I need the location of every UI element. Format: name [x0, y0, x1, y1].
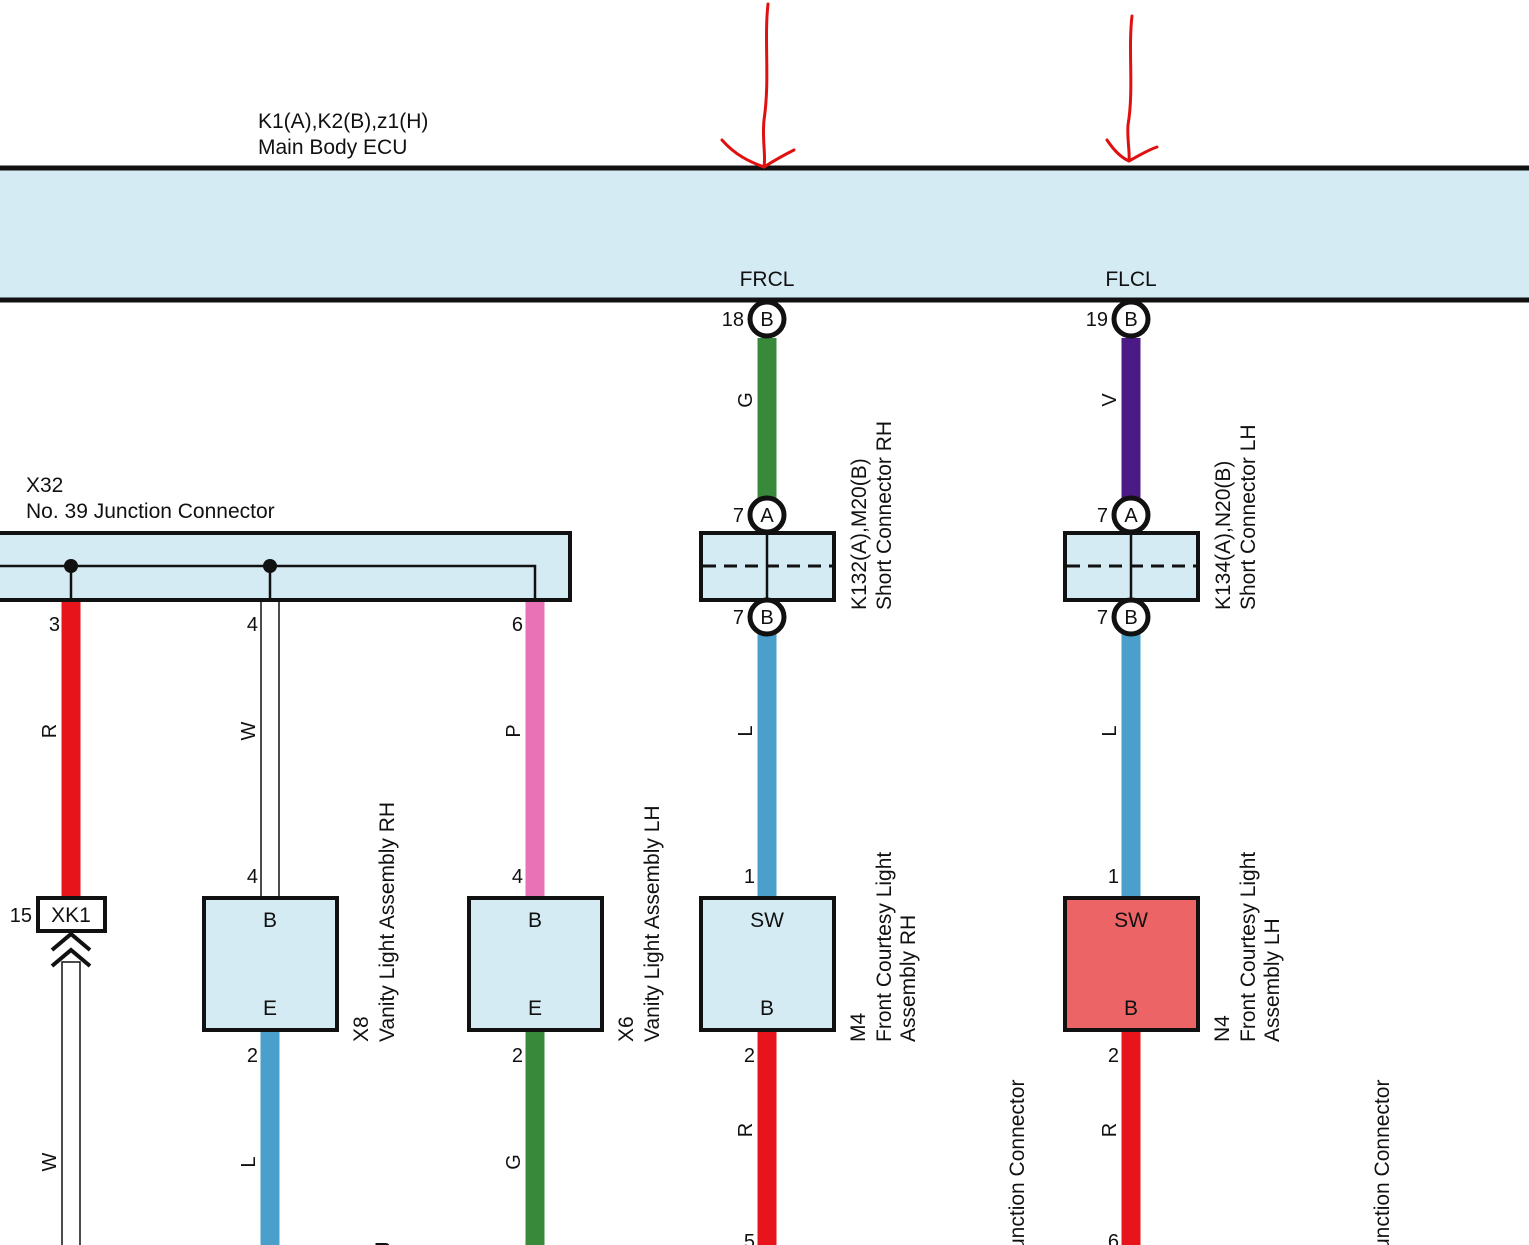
wire-code-w-xk1: W — [39, 1152, 61, 1171]
n4-name-line2: Assembly LH — [1261, 918, 1284, 1042]
junction-splice-dot — [64, 559, 78, 573]
ecu-terminal-19: B 19 — [1086, 299, 1151, 339]
ecu-pin-18: 18 — [722, 309, 744, 331]
short-rh-code: K132(A),M20(B) — [848, 458, 871, 610]
short-connector-rh: A 7 B 7 K132(A),M20(B) Short Connector R… — [699, 421, 896, 637]
n4-pin-top: 1 — [1108, 866, 1119, 888]
m4-name-line1: Front Courtesy Light — [873, 852, 896, 1042]
short-rh-pin-bottom: 7 — [733, 607, 744, 629]
partial-junction-label-rh: unction Connector — [1006, 1080, 1029, 1245]
ecu-name: Main Body ECU — [258, 136, 407, 159]
junction-pin-4: 4 — [247, 614, 258, 636]
m4-bottom: B — [760, 997, 774, 1020]
short-lh-term-top: A — [1124, 505, 1138, 527]
x8-name: Vanity Light Assembly RH — [376, 802, 399, 1042]
annotation-arrow-flcl — [1105, 14, 1159, 163]
x6-bottom: E — [528, 997, 542, 1020]
short-rh-term-top: A — [760, 505, 774, 527]
wire-code-p-pin6: P — [503, 724, 525, 737]
xk1-pin: 15 — [10, 905, 32, 927]
wire-code-g-x6: G — [503, 1154, 525, 1170]
ecu-terminal-19-letter: B — [1124, 309, 1137, 331]
wire-code-l-lh: L — [1099, 725, 1121, 736]
annotation-arrow-frcl — [720, 2, 796, 169]
ecu-terminal-18: B 18 — [722, 299, 787, 339]
n4-bottom: B — [1124, 997, 1138, 1020]
short-lh-code: K134(A),N20(B) — [1212, 461, 1235, 610]
m4-code: M4 — [847, 1013, 870, 1042]
ecu-terminal-18-letter: B — [760, 309, 773, 331]
short-lh-pin-bottom: 7 — [1097, 607, 1108, 629]
m4-name-line2: Assembly RH — [897, 915, 920, 1042]
short-rh-term-bottom: B — [760, 607, 773, 629]
x6-pin-bottom: 2 — [512, 1045, 523, 1067]
wire-code-l-x8: L — [238, 1156, 260, 1167]
short-rh-pin-top: 7 — [733, 505, 744, 527]
x8-pin-top: 4 — [247, 866, 258, 888]
short-connector-lh: A 7 B 7 K134(A),N20(B) Short Connector L… — [1063, 424, 1260, 637]
short-lh-pin-top: 7 — [1097, 505, 1108, 527]
ecu-pin-19: 19 — [1086, 309, 1108, 331]
ecu-block — [0, 165, 1529, 303]
ecu-signal-flcl: FLCL — [1105, 268, 1156, 291]
component-x6: B E 4 2 X6 Vanity Light Assembly LH — [467, 805, 664, 1067]
xk1-code: XK1 — [51, 904, 91, 927]
component-n4: SW B 1 2 N4 Front Courtesy Light Assembl… — [1063, 852, 1284, 1067]
x8-top: B — [263, 909, 277, 932]
n4-top: SW — [1114, 909, 1148, 932]
x6-code: X6 — [615, 1016, 638, 1042]
x6-pin-top: 4 — [512, 866, 523, 888]
partial-label-x8: J — [372, 1242, 395, 1245]
junction-splice-dot — [263, 559, 277, 573]
m4-bottom-pin: 5 — [744, 1231, 755, 1245]
junction-pin-3: 3 — [49, 614, 60, 636]
n4-pin-bottom: 2 — [1108, 1045, 1119, 1067]
short-rh-name: Short Connector RH — [873, 421, 896, 610]
n4-name-line1: Front Courtesy Light — [1237, 852, 1260, 1042]
component-m4: SW B 1 2 M4 Front Courtesy Light Assembl… — [699, 852, 920, 1067]
ecu-code: K1(A),K2(B),z1(H) — [258, 110, 428, 133]
wire-code-g: G — [735, 392, 757, 408]
m4-pin-bottom: 2 — [744, 1045, 755, 1067]
ecu-signal-frcl: FRCL — [740, 268, 795, 291]
junction-connector-x32: X32 No. 39 Junction Connector 3 4 6 — [0, 474, 572, 636]
short-lh-name: Short Connector LH — [1237, 424, 1260, 610]
m4-top: SW — [750, 909, 784, 932]
inline-connector-xk1: XK1 15 — [10, 896, 107, 968]
m4-pin-top: 1 — [744, 866, 755, 888]
junction-pin-6: 6 — [512, 614, 523, 636]
wire-code-r-pin3: R — [39, 724, 61, 738]
x8-pin-bottom: 2 — [247, 1045, 258, 1067]
n4-bottom-pin: 6 — [1108, 1231, 1119, 1245]
short-lh-term-bottom: B — [1124, 607, 1137, 629]
x6-name: Vanity Light Assembly LH — [641, 805, 664, 1042]
xk1-chevron — [50, 947, 92, 968]
wire-code-w-pin4: W — [238, 721, 260, 740]
wire-code-r-n4: R — [1099, 1123, 1121, 1137]
wire-code-r-m4: R — [735, 1123, 757, 1137]
wire-w-xk1 — [61, 961, 81, 1245]
junction-code: X32 — [26, 474, 63, 497]
junction-name: No. 39 Junction Connector — [26, 500, 275, 523]
component-x8: B E 4 2 X8 Vanity Light Assembly RH — [202, 802, 399, 1067]
xk1-chevron — [50, 931, 92, 952]
x8-code: X8 — [350, 1016, 373, 1042]
x8-bottom: E — [263, 997, 277, 1020]
x6-top: B — [528, 909, 542, 932]
wire-code-l-rh: L — [735, 725, 757, 736]
wire-w-pin4 — [260, 599, 280, 899]
n4-code: N4 — [1211, 1015, 1234, 1042]
partial-junction-label-lh: unction Connector — [1371, 1080, 1394, 1245]
wire-code-v: V — [1099, 393, 1121, 407]
